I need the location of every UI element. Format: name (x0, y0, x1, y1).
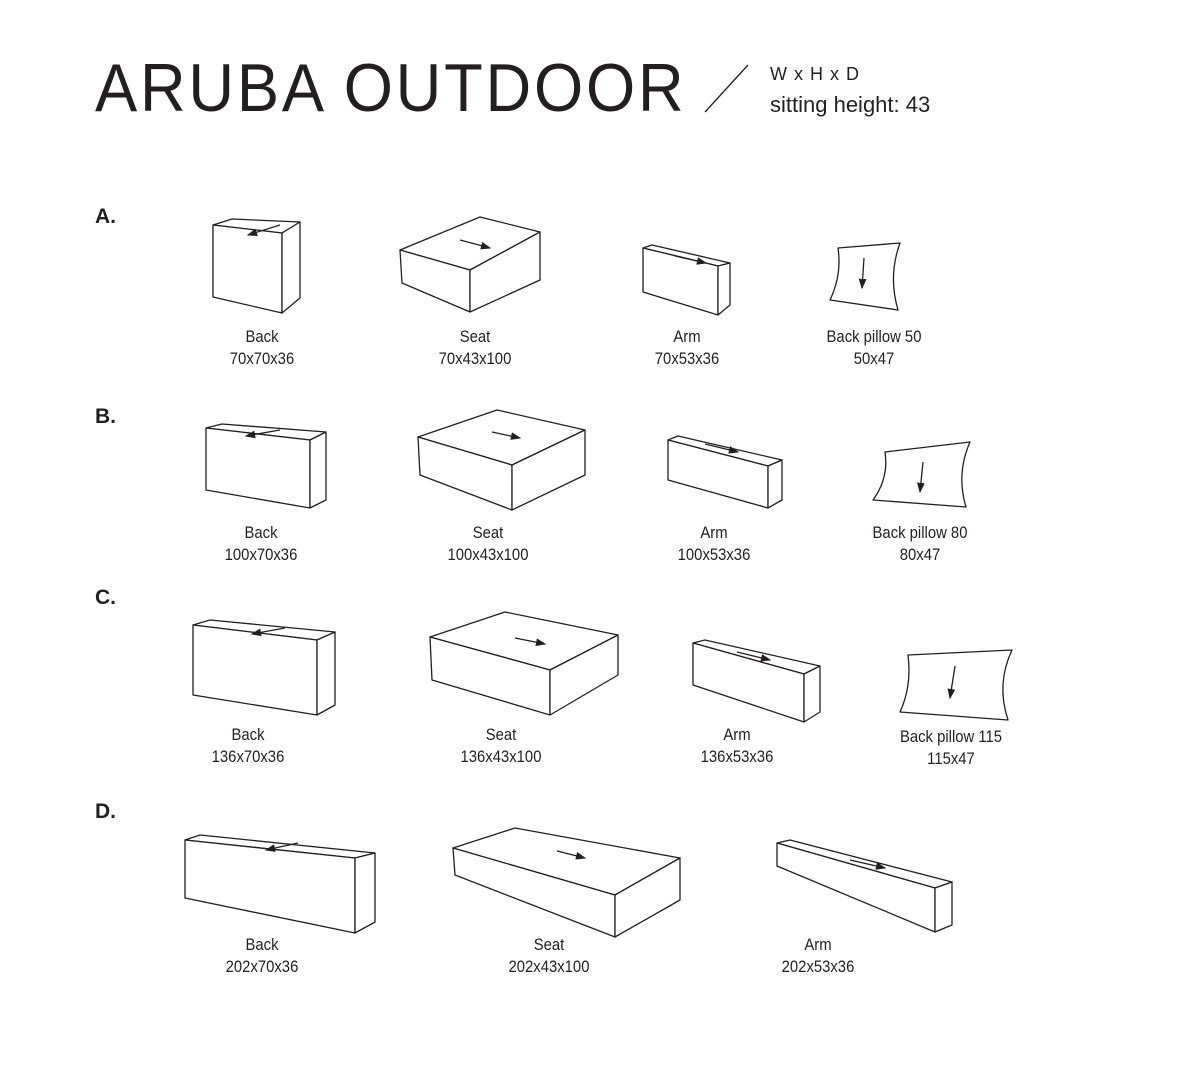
c-back-drawing (192, 619, 336, 716)
item-label: Arm 136x53x36 (656, 724, 818, 768)
item-size: 136x53x36 (700, 748, 774, 766)
item-name: Back (245, 936, 279, 954)
item-name: Back pillow 80 (872, 524, 968, 542)
title-slash (704, 64, 749, 113)
item-label: Arm 70x53x36 (606, 326, 768, 370)
item-label: Seat 70x43x100 (394, 326, 556, 370)
item-size: 100x70x36 (224, 546, 298, 564)
c-arm-drawing (692, 639, 821, 723)
d-arm-drawing (776, 839, 953, 933)
item-size: 136x43x100 (460, 748, 542, 766)
item-size: 202x53x36 (781, 958, 855, 976)
item-name: Seat (472, 524, 504, 542)
item-name: Back (231, 726, 265, 744)
d-back-drawing (184, 834, 376, 934)
row-label-b: B. (95, 405, 116, 428)
item-label: Seat 202x43x100 (468, 934, 630, 978)
item-name: Back pillow 115 (899, 728, 1003, 746)
item-label: Arm 100x53x36 (633, 522, 795, 566)
item-size: 100x43x100 (447, 546, 529, 564)
item-size: 70x43x100 (438, 350, 512, 368)
b-back-drawing (205, 423, 327, 509)
item-label: Back 100x70x36 (180, 522, 342, 566)
row-label-d: D. (95, 800, 116, 823)
item-name: Seat (485, 726, 517, 744)
a-seat-drawing (399, 216, 541, 313)
item-name: Arm (700, 524, 728, 542)
b-arm-drawing (667, 435, 783, 509)
b-back-pillow-drawing (872, 441, 971, 508)
item-label: Back pillow 80 80x47 (839, 522, 1001, 566)
item-label: Back 70x70x36 (181, 326, 343, 370)
dimensions-legend: W x H x D (770, 64, 860, 84)
item-label: Seat 100x43x100 (407, 522, 569, 566)
item-size: 80x47 (899, 546, 941, 564)
item-size: 202x70x36 (225, 958, 299, 976)
item-size: 100x53x36 (677, 546, 751, 564)
c-seat-drawing (429, 611, 619, 716)
item-label: Back pillow 50 50x47 (793, 326, 955, 370)
item-size: 70x53x36 (654, 350, 720, 368)
item-label: Back 136x70x36 (167, 724, 329, 768)
item-name: Back (245, 328, 279, 346)
item-label: Back 202x70x36 (181, 934, 343, 978)
item-name: Seat (459, 328, 491, 346)
b-seat-drawing (417, 409, 586, 511)
item-label: Arm 202x53x36 (737, 934, 899, 978)
item-name: Back pillow 50 (826, 328, 922, 346)
item-name: Arm (723, 726, 751, 744)
a-back-drawing (212, 218, 301, 314)
item-label: Seat 136x43x100 (420, 724, 582, 768)
item-size: 115x47 (927, 750, 975, 768)
item-name: Back (244, 524, 278, 542)
item-size: 50x47 (853, 350, 895, 368)
page-title: ARUBA OUTDOOR (95, 50, 687, 126)
c-back-pillow-drawing (899, 649, 1013, 721)
item-name: Arm (673, 328, 701, 346)
item-name: Seat (533, 936, 565, 954)
row-label-a: A. (95, 205, 116, 228)
d-seat-drawing (452, 827, 681, 938)
a-back-pillow-drawing (829, 242, 901, 311)
item-label: Back pillow 115 115x47 (870, 726, 1032, 770)
a-arm-drawing (642, 244, 731, 316)
item-name: Arm (804, 936, 832, 954)
item-size: 202x43x100 (508, 958, 590, 976)
sitting-height: sitting height: 43 (770, 92, 931, 117)
item-size: 136x70x36 (211, 748, 285, 766)
row-label-c: C. (95, 586, 116, 609)
item-size: 70x70x36 (229, 350, 295, 368)
